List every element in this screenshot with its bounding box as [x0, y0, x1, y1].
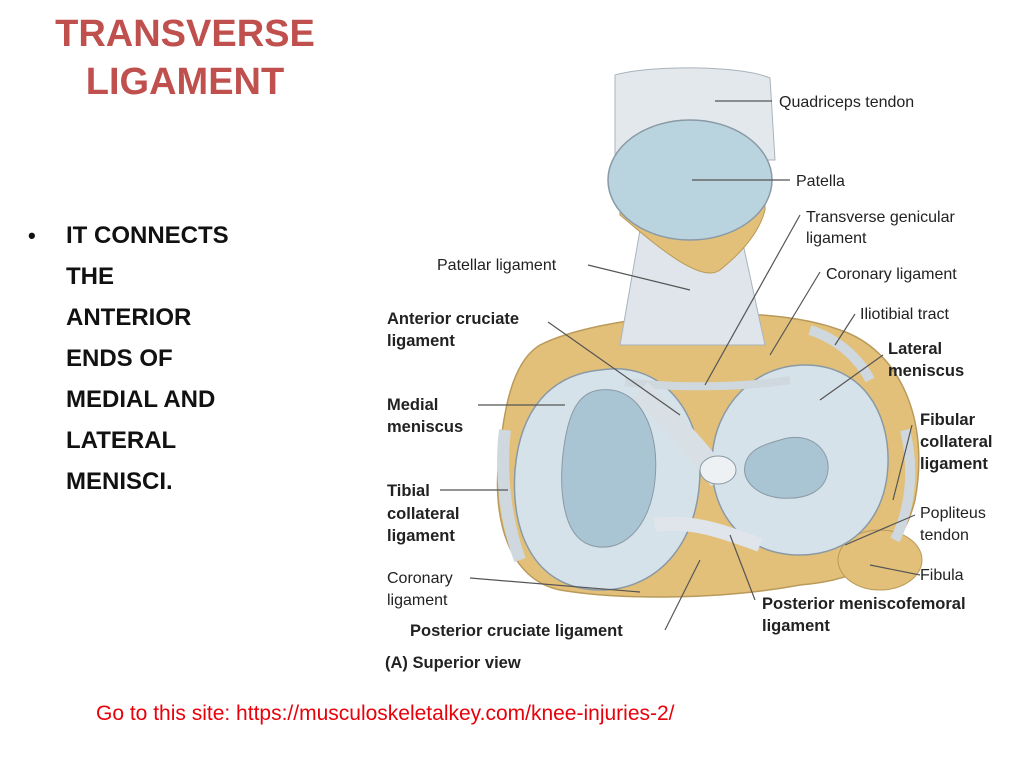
label-pmfl-1: Posterior meniscofemoral [762, 595, 966, 613]
label-fibular-collateral-3: ligament [920, 455, 988, 473]
label-transverse-genicular-2: ligament [806, 230, 867, 247]
label-fibular-collateral-1: Fibular [920, 411, 976, 429]
pcl-shape [654, 516, 763, 552]
label-tibial-collateral-3: ligament [387, 527, 455, 545]
label-medial-meniscus-1: Medial [387, 396, 439, 414]
bullet-line: MENISCI. [66, 468, 173, 495]
label-iliotibial-tract: Iliotibial tract [860, 306, 949, 323]
label-lateral-meniscus-2: meniscus [888, 362, 965, 380]
bullet-line: MEDIAL AND [66, 386, 216, 413]
knee-superior-view-illustration [440, 67, 923, 631]
bullet-line: ENDS OF [66, 345, 173, 372]
label-lateral-meniscus-1: Lateral [888, 340, 943, 358]
bullet-line: ANTERIOR [66, 304, 192, 331]
label-pcl: Posterior cruciate ligament [410, 622, 623, 640]
label-coronary-left-2: ligament [387, 592, 448, 609]
cruciate-stump [699, 455, 737, 485]
label-tibial-collateral-1: Tibial [387, 482, 430, 500]
label-coronary-ligament-right: Coronary ligament [826, 266, 957, 283]
label-popliteus-2: tendon [920, 527, 969, 544]
label-popliteus-1: Popliteus [920, 505, 986, 522]
title-line-2: LIGAMENT [85, 61, 285, 103]
bullet-dot-icon: • [28, 223, 36, 248]
transverse-ligament-shape [624, 376, 791, 391]
diagram-caption: (A) Superior view [385, 654, 521, 672]
title-line-1: TRANSVERSE [55, 13, 315, 55]
label-transverse-genicular-1: Transverse genicular [806, 209, 955, 226]
label-fibula: Fibula [920, 567, 964, 584]
label-fibular-collateral-2: collateral [920, 433, 993, 451]
leader-lines [440, 100, 921, 631]
slide-title: TRANSVERSE LIGAMENT [40, 10, 330, 106]
tibial-collateral-shape [497, 429, 526, 563]
bullet-line: THE [66, 263, 114, 290]
medial-articular-surface [561, 389, 657, 548]
label-quadriceps-tendon: Quadriceps tendon [779, 94, 915, 111]
label-medial-meniscus-2: meniscus [387, 418, 464, 436]
label-coronary-left-1: Coronary [387, 570, 453, 587]
bullet-item: • IT CONNECTS THE ANTERIOR ENDS OF MEDIA… [28, 215, 278, 502]
label-patella: Patella [796, 173, 845, 190]
label-patellar-ligament: Patellar ligament [437, 257, 557, 274]
label-pmfl-2: ligament [762, 617, 830, 635]
label-acl-1: Anterior cruciate [387, 310, 520, 328]
lateral-articular-surface [744, 436, 829, 499]
label-acl-2: ligament [387, 332, 455, 350]
bullet-list: • IT CONNECTS THE ANTERIOR ENDS OF MEDIA… [28, 215, 278, 502]
iliotibial-tract-shape [808, 325, 875, 383]
bullet-line: IT CONNECTS [66, 222, 229, 249]
bullet-line: LATERAL [66, 427, 177, 454]
source-link[interactable]: Go to this site: https://musculoskeletal… [96, 702, 675, 725]
label-tibial-collateral-2: collateral [387, 505, 460, 523]
